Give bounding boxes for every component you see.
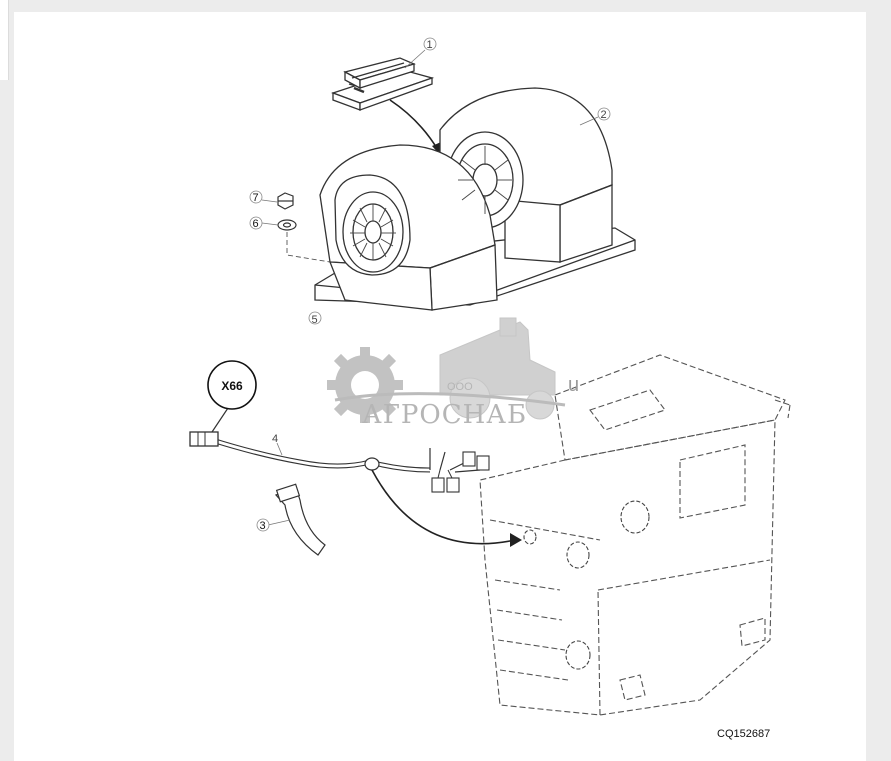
- leader-3: [267, 519, 291, 526]
- callout-7-circle: [249, 190, 263, 204]
- callout-1: 1: [427, 39, 433, 51]
- hvac-housing: [479, 354, 791, 716]
- leader-7: [261, 199, 278, 203]
- watermark-logo: ООО АГРОСНАБ: [327, 317, 566, 430]
- wire-harness: [189, 431, 490, 493]
- callout-1-circle: [423, 37, 437, 51]
- left-edge-panel: [0, 0, 9, 80]
- callout-2-circle: [597, 107, 611, 121]
- leader-2: [579, 116, 599, 126]
- tractor-silhouette-icon: [439, 317, 556, 420]
- gear-icon: [327, 347, 403, 423]
- leader-4: [276, 442, 283, 456]
- callout-6-circle: [249, 216, 263, 230]
- watermark-extra-glyph: u: [568, 374, 579, 396]
- cable-tie: [274, 483, 326, 556]
- rear-fan-blades: [458, 146, 512, 214]
- leader-6: [261, 222, 279, 226]
- watermark-swoosh: [334, 392, 566, 407]
- callout-2: 2: [601, 109, 607, 121]
- watermark-brand-text: АГРОСНАБ: [362, 400, 527, 430]
- callout-4: 4: [272, 433, 278, 445]
- x66-leader: [211, 404, 231, 433]
- callout-3: 3: [260, 520, 266, 532]
- callout-3-circle: [256, 518, 270, 532]
- callout-7: 7: [253, 192, 259, 204]
- resistor-block: [331, 57, 435, 111]
- nut: [277, 192, 294, 210]
- housing-ports: [523, 500, 650, 670]
- x66-bubble: [207, 360, 257, 410]
- arrow-harness-to-housing: [371, 469, 522, 547]
- fastener-dashed-path: [286, 232, 331, 263]
- x66-connector-plug: [189, 431, 219, 447]
- figure-reference: CQ152687: [717, 728, 770, 740]
- watermark-small-text: ООО: [447, 381, 473, 393]
- callout-5: 5: [312, 314, 318, 326]
- front-fan-blades: [350, 204, 396, 260]
- washer: [277, 219, 297, 231]
- leader-1: [404, 49, 426, 69]
- connector-label: X66: [221, 379, 243, 393]
- blower-assembly: [314, 87, 636, 311]
- callout-6: 6: [253, 218, 259, 230]
- callout-5-circle: [308, 311, 322, 325]
